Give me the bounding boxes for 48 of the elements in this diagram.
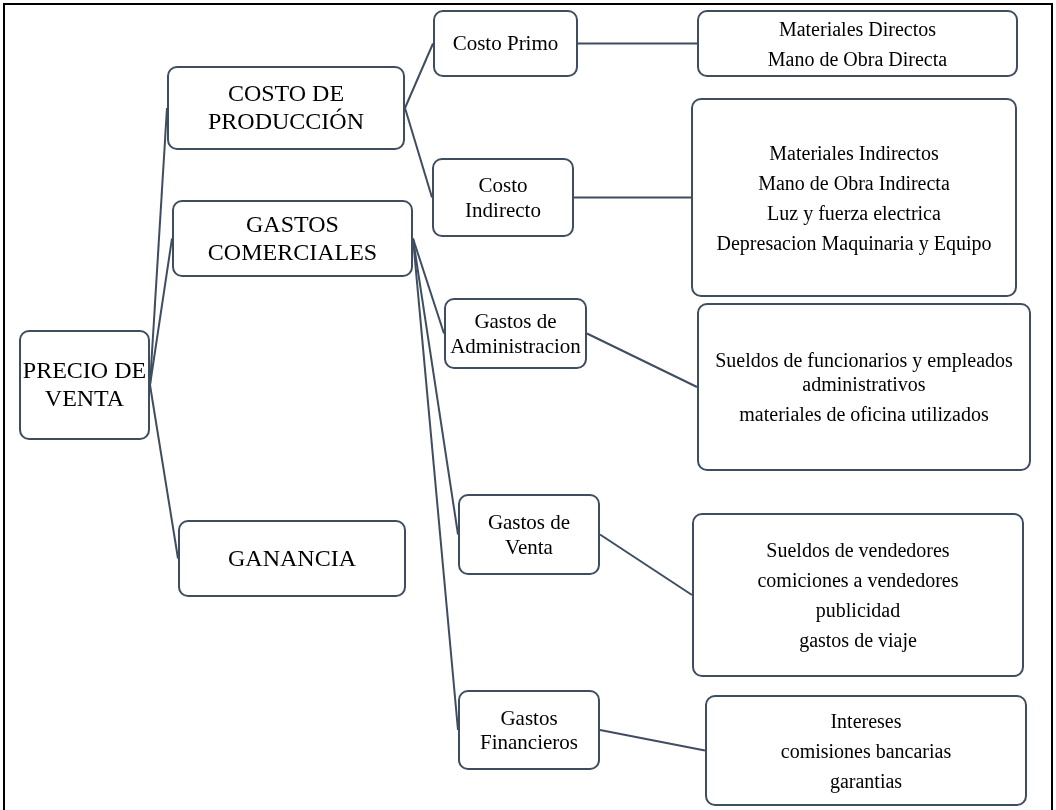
connector-line — [412, 237, 459, 731]
box-text: Gastos Financieros — [479, 705, 579, 755]
box-text: Luz y fuerza electrica — [767, 200, 941, 225]
connector-line — [599, 729, 706, 752]
connector-line — [573, 196, 692, 199]
box-text: Gastos de Administracion — [449, 309, 582, 358]
connector-line — [599, 533, 693, 596]
connector-line — [404, 107, 433, 199]
rounded-box — [458, 494, 600, 575]
rounded-box — [458, 690, 600, 770]
rounded-box — [172, 200, 413, 277]
box-text: PRECIO DE VENTA — [21, 357, 148, 413]
connector-line — [404, 42, 434, 109]
box-text: GANANCIA — [228, 544, 356, 573]
rounded-box — [705, 695, 1027, 806]
rounded-box — [432, 158, 574, 237]
rounded-box — [433, 10, 578, 77]
box-text: gastos de viaje — [799, 628, 917, 652]
box-text: Materiales Directos — [778, 16, 937, 41]
box-text: Intereses — [830, 708, 902, 733]
box-text: GASTOS COMERCIALES — [206, 210, 379, 267]
box-text: Costo Indirecto — [464, 173, 542, 222]
box-text: Sueldos de vendedores — [766, 538, 950, 562]
rounded-box — [697, 303, 1031, 471]
rounded-box — [691, 98, 1017, 297]
connector-line — [149, 237, 173, 386]
box-text: Mano de Obra Directa — [767, 46, 948, 71]
box-text: Mano de Obra Indirecta — [758, 170, 950, 195]
rounded-box — [697, 10, 1018, 77]
box-text: Gastos de Venta — [486, 510, 572, 559]
box-text: publicidad — [815, 598, 901, 622]
rounded-box — [692, 513, 1024, 677]
connector-line — [149, 384, 179, 560]
box-text: garantias — [829, 768, 903, 793]
connector-line — [412, 237, 445, 335]
connector-line — [586, 332, 698, 388]
box-text: materiales de oficina utilizados — [739, 402, 989, 426]
box-text: comisiones bancarias — [780, 738, 952, 763]
box-text: comiciones a vendedores — [757, 568, 959, 592]
box-text: Depresacion Maquinaria y Equipo — [716, 230, 992, 255]
box-text: COSTO DE PRODUCCIÓN — [207, 80, 365, 136]
box-text: Materiales Indirectos — [769, 140, 939, 165]
connector-line — [577, 42, 698, 45]
rounded-box — [167, 66, 405, 150]
rounded-box — [178, 520, 406, 597]
rounded-box — [19, 330, 150, 440]
box-text: Costo Primo — [451, 31, 560, 56]
rounded-box — [444, 298, 587, 369]
